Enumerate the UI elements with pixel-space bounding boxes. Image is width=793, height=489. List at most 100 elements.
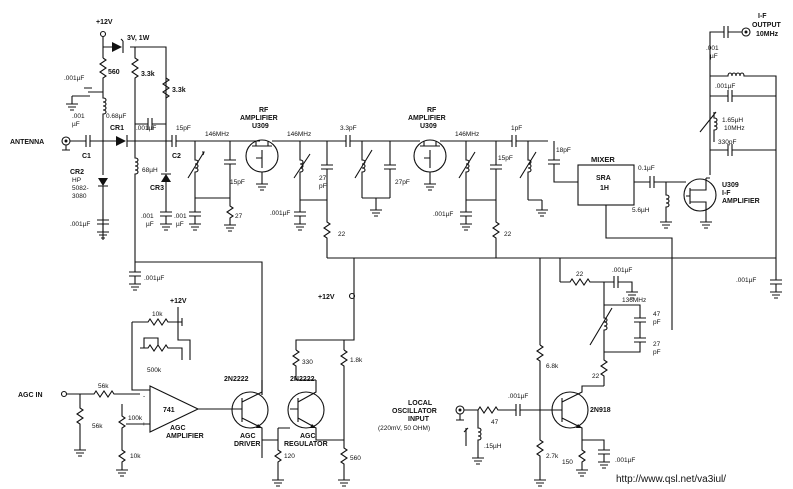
r27-label: 27 [235, 213, 243, 220]
l165uh-b-label: 10MHz [724, 125, 745, 132]
svg-text:-: - [143, 393, 145, 400]
c33pf-label: 3.3pF [340, 125, 357, 132]
sra-b-label: 1H [600, 185, 609, 192]
c01uf-label: 0.1µF [638, 165, 655, 172]
agc-in-terminal [60, 390, 68, 398]
lo-d-label: (220mV, 50 OHM) [378, 425, 430, 432]
l068uh-label: 0.68µF [106, 113, 126, 120]
c001uf-j-label: .001µF [715, 83, 735, 90]
c15pf-c-label: 15pF [498, 155, 513, 162]
c001-e-label: .001 [141, 213, 154, 220]
agc-amp-a-label: AGC [170, 425, 186, 432]
r22-b-label: 22 [504, 231, 512, 238]
antenna-section: ANTENNA C1 CR1 CR2 HP 5082- 3080 .001µF … [10, 118, 201, 262]
r10k-b-label: 10k [130, 453, 141, 460]
r6k8-label: 6.8k [546, 363, 559, 370]
q-2n2222-a-label: 2N2222 [224, 376, 249, 383]
r120-label: 120 [284, 453, 295, 460]
r560-label: 560 [108, 69, 120, 76]
c18pf-label: 18pF [556, 147, 571, 154]
cr1-label: CR1 [110, 125, 124, 132]
lo-c-label: INPUT [408, 416, 430, 423]
c001uf-a-label: .001µF [64, 75, 84, 82]
c001uf-o-label: .001µF [615, 457, 635, 464]
agc-in-label: AGC IN [18, 392, 43, 399]
rf-amp1-a-label: RF [259, 107, 269, 114]
if-output-section: I-F OUTPUT 10MHz .001 µF .001µF 1.65µH 1… [699, 13, 782, 299]
f136-label: 136MHz [622, 297, 646, 304]
c1pf-label: 1pF [511, 125, 522, 132]
c27pf-b-label: 27pF [395, 179, 410, 186]
local-oscillator-section: LOCAL OSCILLATOR INPUT (220mV, 50 OHM) 4… [378, 344, 635, 487]
r22-c-label: 22 [576, 271, 584, 278]
hp-part2-label: 3080 [72, 193, 87, 200]
rf-stage-2: 3.3pF 27pF RF AMPLIFIER U309 146MHz .001… [296, 107, 512, 258]
u309-if-fet-symbol [683, 178, 717, 212]
r10k-a-label: 10k [152, 311, 163, 318]
r100k-label: 100k [128, 415, 143, 422]
agc-amp-b-label: AMPLIFIER [166, 433, 204, 440]
c001-i-label: .001 [706, 45, 719, 52]
agc-drv-b-label: DRIVER [234, 441, 260, 448]
r150-label: 150 [562, 459, 573, 466]
r2k7-label: 2.7k [546, 453, 559, 460]
r500k-label: 500k [147, 367, 162, 374]
cr3-label: CR3 [150, 185, 164, 192]
plus12v-mid-label: +12V [318, 294, 335, 301]
l165uh-a-label: 1.65µH [722, 117, 743, 124]
agc-drv-a-label: AGC [240, 433, 256, 440]
c1-label: C1 [82, 153, 91, 160]
c001-f-label: .001 [174, 213, 187, 220]
c001uf-m-label: .001µF [612, 267, 632, 274]
bias-bus: .001µF +12V 22 .001µF 136MHz 47 pF 27 pF… [129, 257, 776, 395]
hp-part1-label: 5082- [72, 185, 89, 192]
rf-amp2-a-label: RF [427, 107, 437, 114]
sra-a-label: SRA [596, 175, 611, 182]
cr2-label: CR2 [70, 169, 84, 176]
c15pf-b-label: 15pF [230, 179, 245, 186]
rf-amp1-b-label: AMPLIFIER [240, 115, 278, 122]
if-amp-c-label: AMPLIFIER [722, 198, 760, 205]
agc-reg-b-label: REGULATOR [284, 441, 328, 448]
c001uf-h-label: .001µF [433, 211, 453, 218]
c001uf-b-label: .001 [72, 113, 85, 120]
c001-e2-label: µF [146, 221, 154, 228]
c47pf-b-label: pF [653, 319, 661, 326]
c001uf-c-label: .001µF [70, 221, 90, 228]
c27pf-a2-label: pF [319, 183, 327, 190]
c47pf-a-label: 47 [653, 311, 661, 318]
if-amp-a-label: U309 [722, 182, 739, 189]
r3k3a-label: 3.3k [141, 71, 155, 78]
mixer-label: MIXER [591, 155, 615, 164]
c001uf-l-label: .001µF [144, 275, 164, 282]
r56k-a-label: 56k [98, 383, 109, 390]
l56uh-label: 5.6µH [632, 207, 650, 214]
r22-d-label: 22 [592, 373, 600, 380]
plus12v-top-label: +12V [96, 19, 113, 26]
agc-reg-a-label: AGC [300, 433, 316, 440]
c2-label: C2 [172, 153, 181, 160]
bias-section: +12V 3V, 1W 560 3.3k 3.3k .001µF 0.68µF … [64, 19, 186, 148]
r56k-b-label: 56k [92, 423, 103, 430]
r330-label: 330 [302, 359, 313, 366]
rf-stage-1: 146MHz 15pF 27 RF AMPLIFIER U309 146MHz … [187, 107, 346, 258]
plus12v-agc-label: +12V [170, 298, 187, 305]
c001uf-k-label: .001µF [736, 277, 756, 284]
c001-f2-label: µF [176, 221, 184, 228]
q-2n918-label: 2N918 [590, 407, 611, 414]
if-out-c-label: 10MHz [756, 31, 779, 38]
q-2n2222-driver-symbol [231, 391, 269, 429]
f146a-label: 146MHz [205, 131, 229, 138]
r560b-label: 560 [350, 455, 361, 462]
if-amp-b-label: I-F [722, 190, 731, 197]
q-2n2222-regulator-symbol [287, 391, 325, 429]
antenna-label: ANTENNA [10, 139, 44, 146]
c001uf-g-label: .001µF [270, 210, 290, 217]
rf-amp2-c-label: U309 [420, 123, 437, 130]
c27pf-a-label: 27 [319, 175, 327, 182]
op741-label: 741 [163, 407, 175, 414]
c15pf-a-label: 15pF [176, 125, 191, 132]
r22-a-label: 22 [338, 231, 346, 238]
c001-i2-label: µF [710, 53, 718, 60]
